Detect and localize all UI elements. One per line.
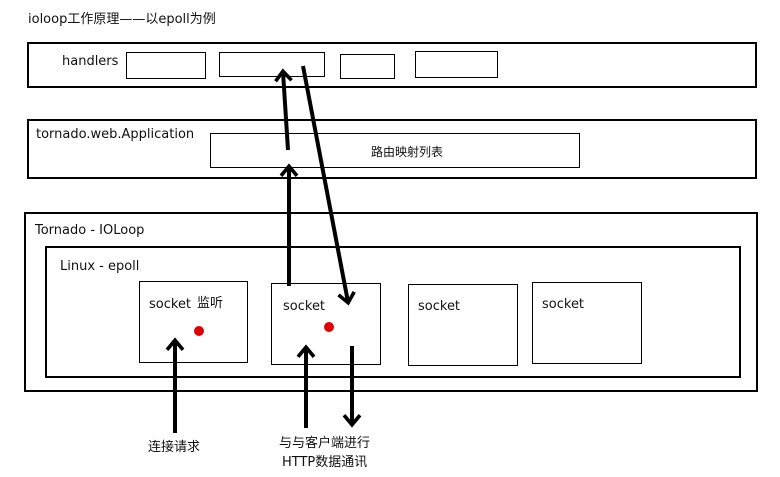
- route-table-box: [210, 133, 580, 168]
- socket-dot-1: [194, 326, 204, 336]
- socket-dot-2: [324, 322, 334, 332]
- ioloop-label: Tornado - IOLoop: [35, 223, 145, 238]
- socket-extra-1: 监听: [197, 296, 224, 311]
- socket-label-2: socket: [283, 299, 326, 314]
- application-label: tornado.web.Application: [36, 127, 195, 142]
- application-to-handler-arrow: [274, 68, 293, 151]
- socket-label-3: socket: [418, 299, 461, 314]
- socket-box-1: [139, 281, 248, 363]
- handler-slot-3: [340, 54, 395, 79]
- socket-label-1: socket: [149, 297, 192, 312]
- diagram-title: ioloop工作原理——以epoll为例: [28, 12, 216, 27]
- handler-to-socket-arrow: [301, 65, 356, 306]
- handler-slot-2: [219, 52, 325, 77]
- handlers-label: handlers: [62, 54, 119, 69]
- epoll-label: Linux - epoll: [60, 259, 140, 274]
- route-table-label: 路由映射列表: [371, 145, 444, 159]
- socket-box-3: [408, 284, 518, 366]
- connect-request-label: 连接请求: [148, 440, 201, 455]
- socket-label-4: socket: [542, 297, 585, 312]
- socket-box-4: [532, 282, 642, 364]
- http-comm-label-line2: HTTP数据通讯: [282, 455, 368, 470]
- handler-slot-1: [126, 52, 206, 79]
- http-comm-label-line1: 与与客户端进行: [279, 436, 371, 451]
- handler-slot-4: [415, 51, 498, 78]
